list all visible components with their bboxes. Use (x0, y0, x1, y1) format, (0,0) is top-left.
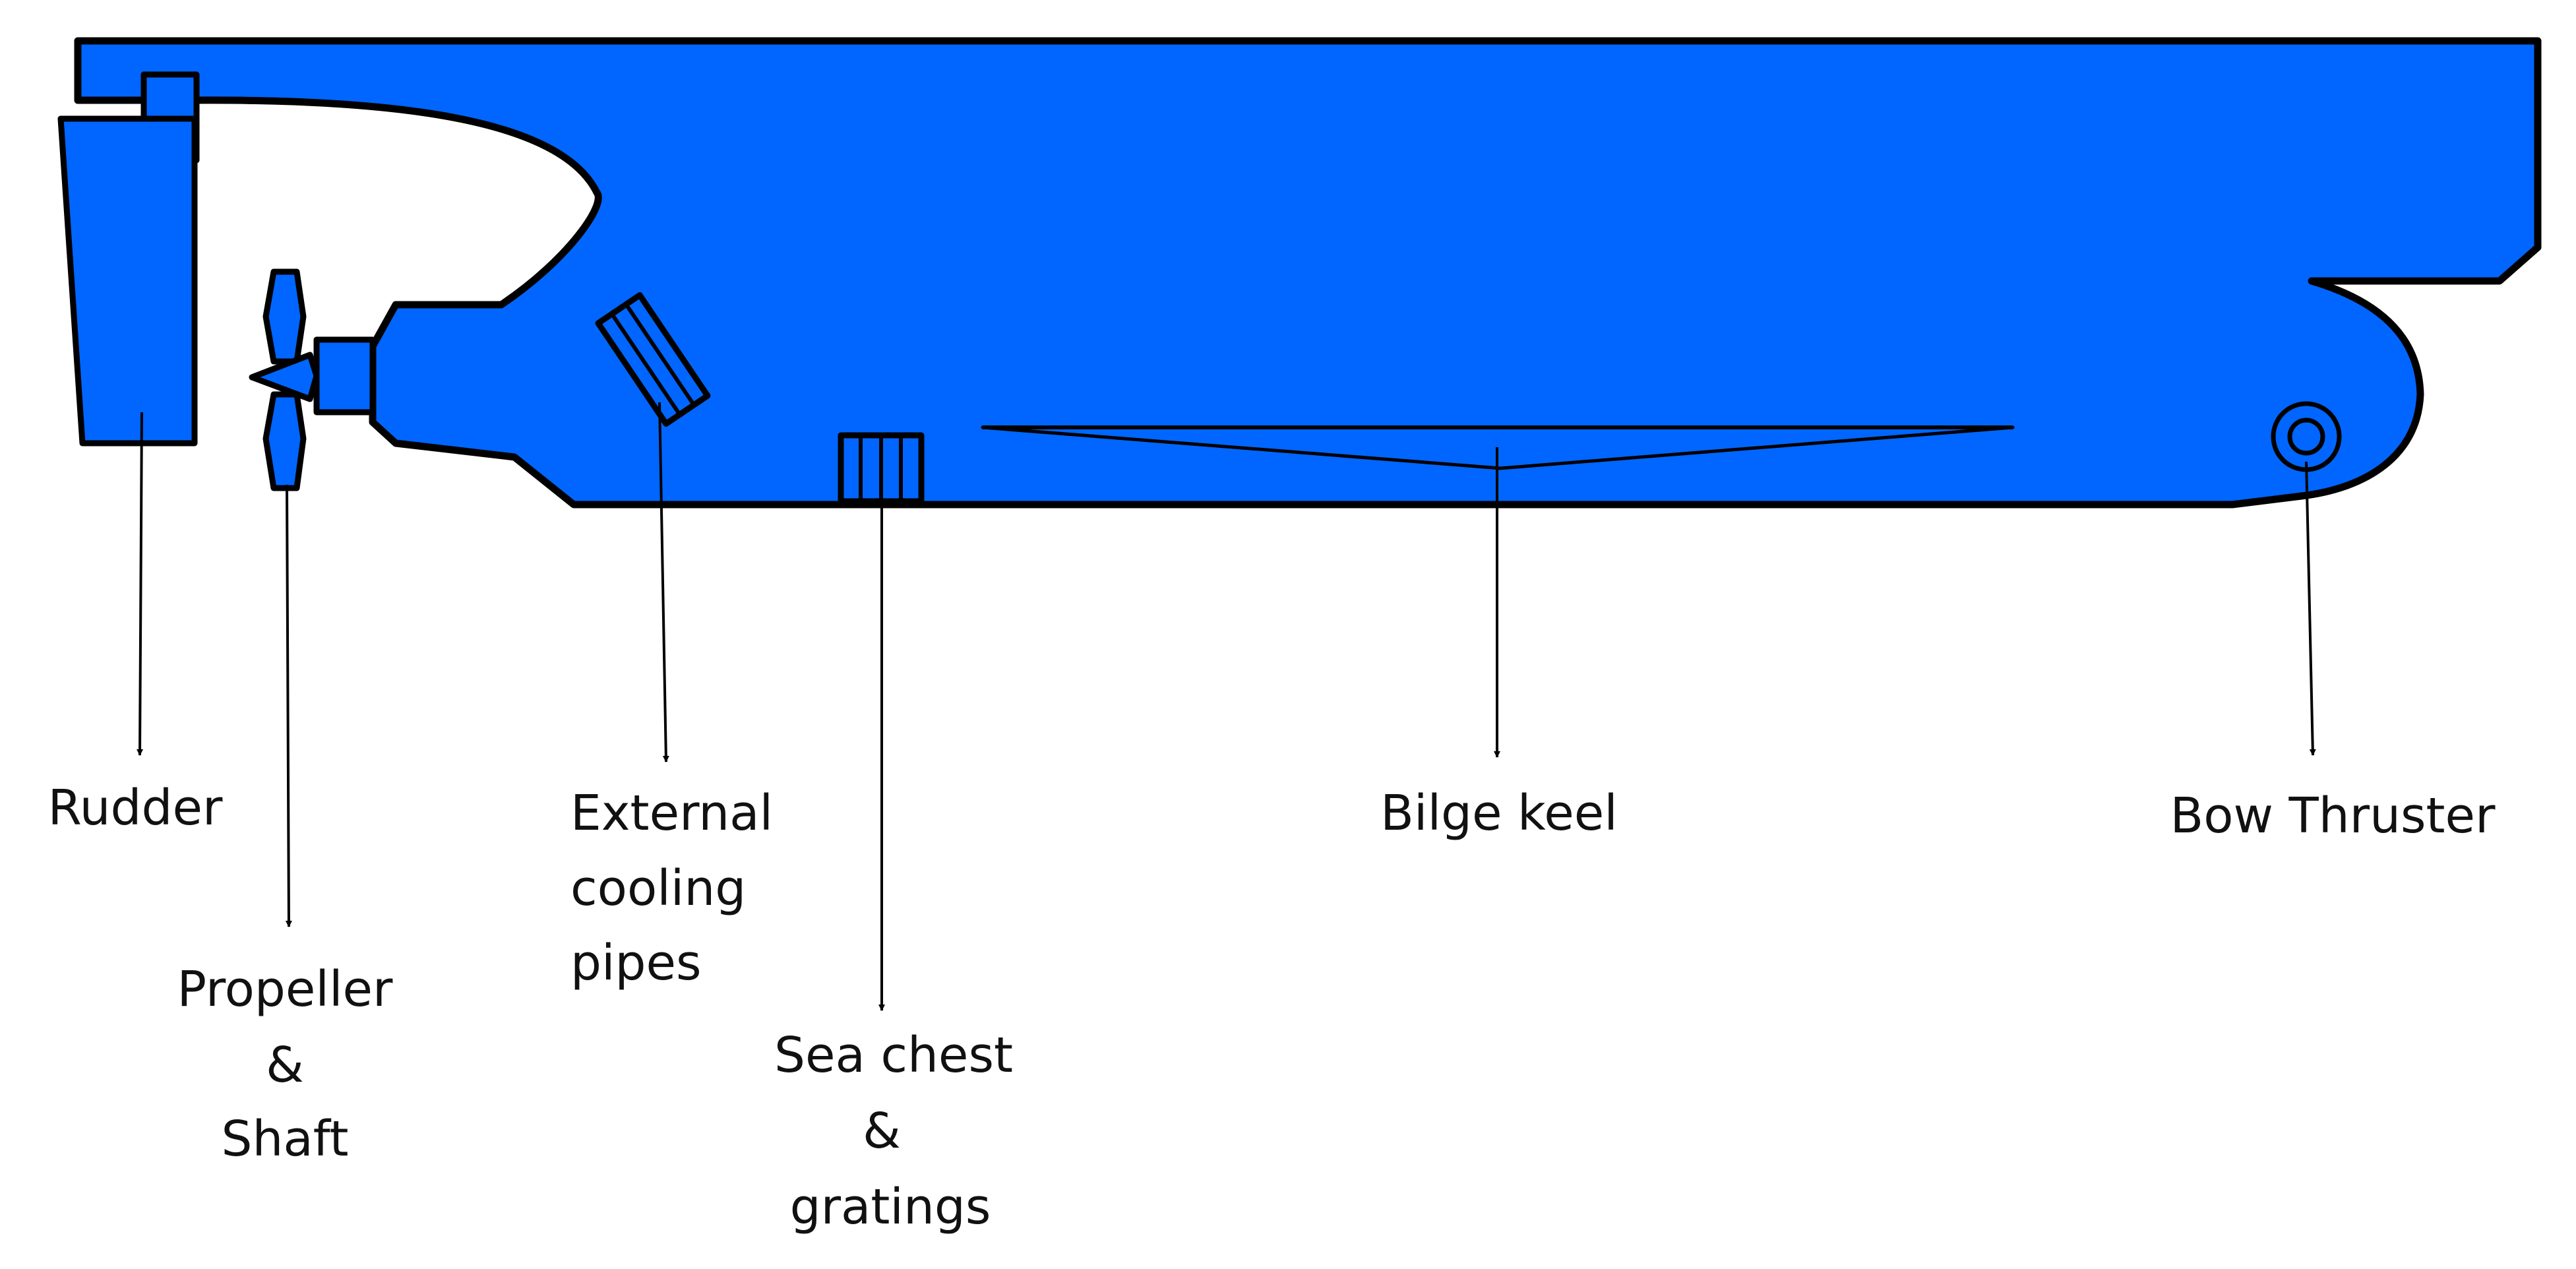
rudder-leader-arrow (137, 412, 144, 756)
rudder-label: Rudder (48, 780, 223, 836)
cooling-label-line1: External (570, 785, 773, 842)
propeller-leader-arrow (285, 484, 292, 927)
propeller-label-line1: Propeller (177, 961, 394, 1018)
labels: Rudder Propeller & Shaft External coolin… (48, 780, 2496, 1235)
propeller-lower-blade (262, 391, 307, 491)
sea-chest-label-line3: gratings (790, 1179, 991, 1235)
propeller-upper-blade (262, 268, 307, 365)
bilge-keel-label: Bilge keel (1380, 785, 1618, 842)
propeller-label-line2: & (266, 1037, 304, 1094)
bow-thruster-leader-arrow (2305, 461, 2316, 756)
cooling-pipes-leader-arrow (658, 402, 669, 762)
sea-chest-gratings (838, 432, 925, 505)
propeller-label-line3: Shaft (222, 1111, 349, 1167)
external-cooling-pipes (595, 292, 711, 427)
sea-chest-label-line2: & (863, 1103, 901, 1160)
bow-thruster-label: Bow Thruster (2170, 788, 2496, 844)
rudder-blade (57, 115, 198, 447)
propeller-shaft (313, 336, 376, 416)
cooling-label-line2: cooling (570, 860, 746, 917)
sea-chest-label-line1: Sea chest (774, 1027, 1013, 1084)
bow-thruster (2271, 401, 2342, 472)
cooling-label-line3: pipes (570, 935, 702, 991)
